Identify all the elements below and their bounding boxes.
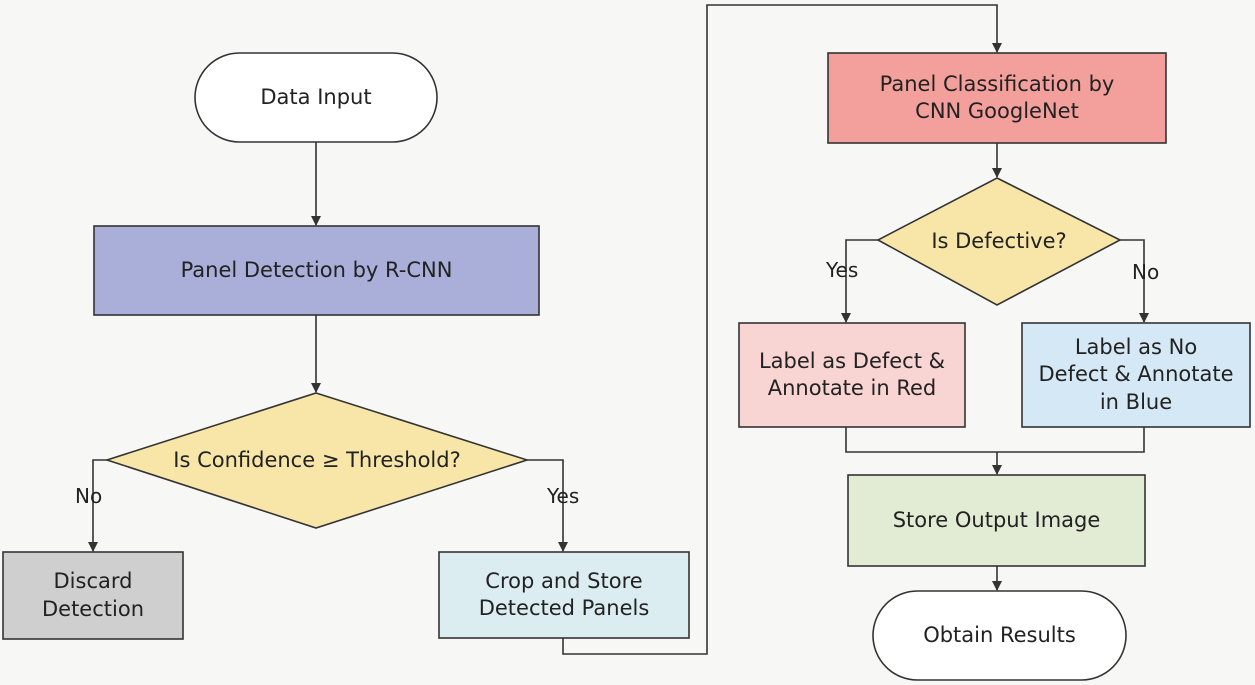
store-output-box [847,474,1146,567]
line-no-defect-merge [997,427,1145,453]
discard-label: Discard Detection [41,569,145,621]
classification-label: Panel Classification by CNN GoogleNet [879,71,1115,123]
arrow-defective-yes [841,239,878,323]
confidence-decision-label: Is Confidence ≥ Threshold? [173,447,461,472]
label-no-defect-box [1021,322,1251,428]
label-no-defect-label: Label as No Defect & Annotate in Blue [1038,335,1234,414]
crop-store-label: Crop and Store Detected Panels [478,568,650,620]
obtain-results-terminal [872,590,1127,681]
edge-label-defective-no: No [1132,260,1160,284]
arrow-crop-to-classification [562,4,1002,655]
discard-box [2,551,184,640]
defective-decision-label: Is Defective? [931,228,1067,253]
panel-detection-box [93,225,540,316]
crop-store-box [438,551,690,639]
arrow-defective-no [1120,239,1149,323]
obtain-results-label: Obtain Results [923,622,1076,647]
confidence-decision-diamond [104,392,530,529]
classification-box [827,52,1167,144]
data-input-terminal [194,52,438,143]
label-defect-box [738,322,966,428]
label-defect-label: Label as Defect & Annotate in Red [758,348,946,400]
store-output-label: Store Output Image [892,507,1101,532]
defective-decision-diamond [876,177,1122,306]
arrow-decision-no [88,459,107,552]
arrow-decision-yes [527,459,568,552]
edge-label-confidence-yes: Yes [547,484,580,508]
line-defect-merge [845,427,997,453]
edge-label-defective-yes: Yes [826,258,859,282]
data-input-label: Data Input [260,84,372,109]
edge-label-confidence-no: No [75,484,103,508]
panel-detection-label: Panel Detection by R-CNN [180,257,453,282]
connectors [88,4,1149,655]
